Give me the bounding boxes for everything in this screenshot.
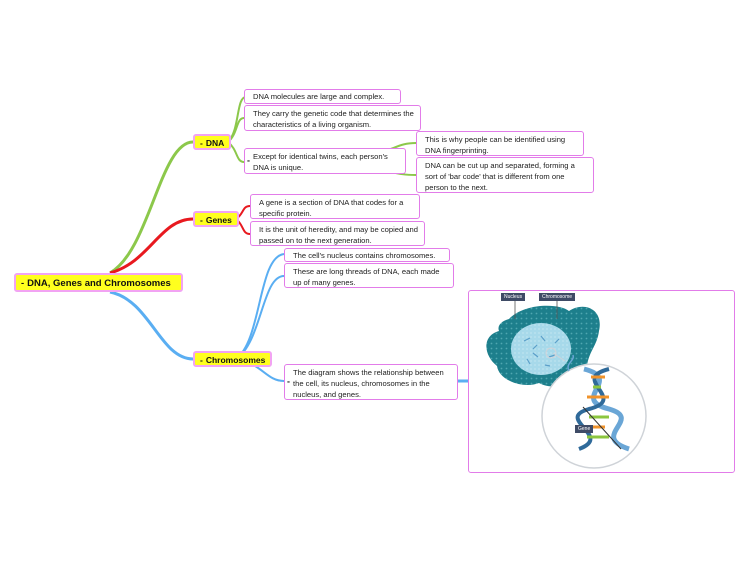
dna-grandchild-2[interactable]: DNA can be cut up and separated, forming… xyxy=(416,157,594,193)
dna-child-2[interactable]: They carry the genetic code that determi… xyxy=(244,105,421,131)
dna-child-3[interactable]: - Except for identical twins, each perso… xyxy=(244,148,406,174)
nucleus-label: Nucleus xyxy=(501,293,526,301)
node-text: They carry the genetic code that determi… xyxy=(253,109,414,129)
link-chrom-child-2 xyxy=(235,275,285,360)
node-text: DNA molecules are large and complex. xyxy=(253,92,385,101)
chromosomes-child-2[interactable]: These are long threads of DNA, each made… xyxy=(284,263,454,288)
collapse-toggle[interactable]: - xyxy=(21,278,25,289)
branch-label: Genes xyxy=(205,215,232,225)
node-text: A gene is a section of DNA that codes fo… xyxy=(259,198,404,218)
link-root-genes xyxy=(109,217,194,275)
node-text: Except for identical twins, each person'… xyxy=(253,152,388,172)
node-text: This is why people can be identified usi… xyxy=(425,135,566,155)
root-topic[interactable]: -DNA, Genes and Chromosomes xyxy=(14,273,183,292)
genes-child-1[interactable]: A gene is a section of DNA that codes fo… xyxy=(250,194,420,219)
collapse-toggle[interactable]: - xyxy=(287,376,290,387)
collapse-toggle[interactable]: - xyxy=(200,355,203,365)
nucleus-chromosomes xyxy=(523,335,560,367)
gene-label: Gene xyxy=(575,425,594,433)
chromosomes-child-1[interactable]: The cell's nucleus contains chromosomes. xyxy=(284,248,450,262)
node-text: DNA can be cut up and separated, forming… xyxy=(425,161,575,192)
dna-grandchild-1[interactable]: This is why people can be identified usi… xyxy=(416,131,584,156)
node-text: The cell's nucleus contains chromosomes. xyxy=(293,251,436,260)
genes-child-2[interactable]: It is the unit of heredity, and may be c… xyxy=(250,221,425,246)
node-text: It is the unit of heredity, and may be c… xyxy=(259,225,419,245)
link-chrom-child-1 xyxy=(235,253,285,360)
nucleus-shape xyxy=(511,323,571,375)
branch-label: Chromosomes xyxy=(205,355,266,365)
branch-genes[interactable]: -Genes xyxy=(193,211,239,227)
link-root-chromosomes xyxy=(109,290,194,361)
node-text: The diagram shows the relationship betwe… xyxy=(293,368,444,399)
node-text: These are long threads of DNA, each made… xyxy=(293,267,440,287)
collapse-toggle[interactable]: - xyxy=(200,215,203,225)
dna-helix xyxy=(567,354,630,452)
chromosomes-child-3[interactable]: - The diagram shows the relationship bet… xyxy=(284,364,458,400)
root-label: DNA, Genes and Chromosomes xyxy=(27,278,171,289)
cell-diagram-image[interactable]: Nucleus Chromosome Gene xyxy=(468,290,735,473)
branch-label: DNA xyxy=(205,138,225,148)
collapse-toggle[interactable]: - xyxy=(200,138,203,148)
dna-child-1[interactable]: DNA molecules are large and complex. xyxy=(244,89,401,104)
chromosome-label: Chromosome xyxy=(539,293,576,301)
cell-diagram-illustration xyxy=(486,301,647,469)
gene-bracket xyxy=(582,406,622,450)
branch-dna[interactable]: -DNA xyxy=(193,134,232,150)
branch-chromosomes[interactable]: -Chromosomes xyxy=(193,351,273,367)
collapse-toggle[interactable]: - xyxy=(247,155,250,166)
link-root-dna xyxy=(109,140,194,275)
